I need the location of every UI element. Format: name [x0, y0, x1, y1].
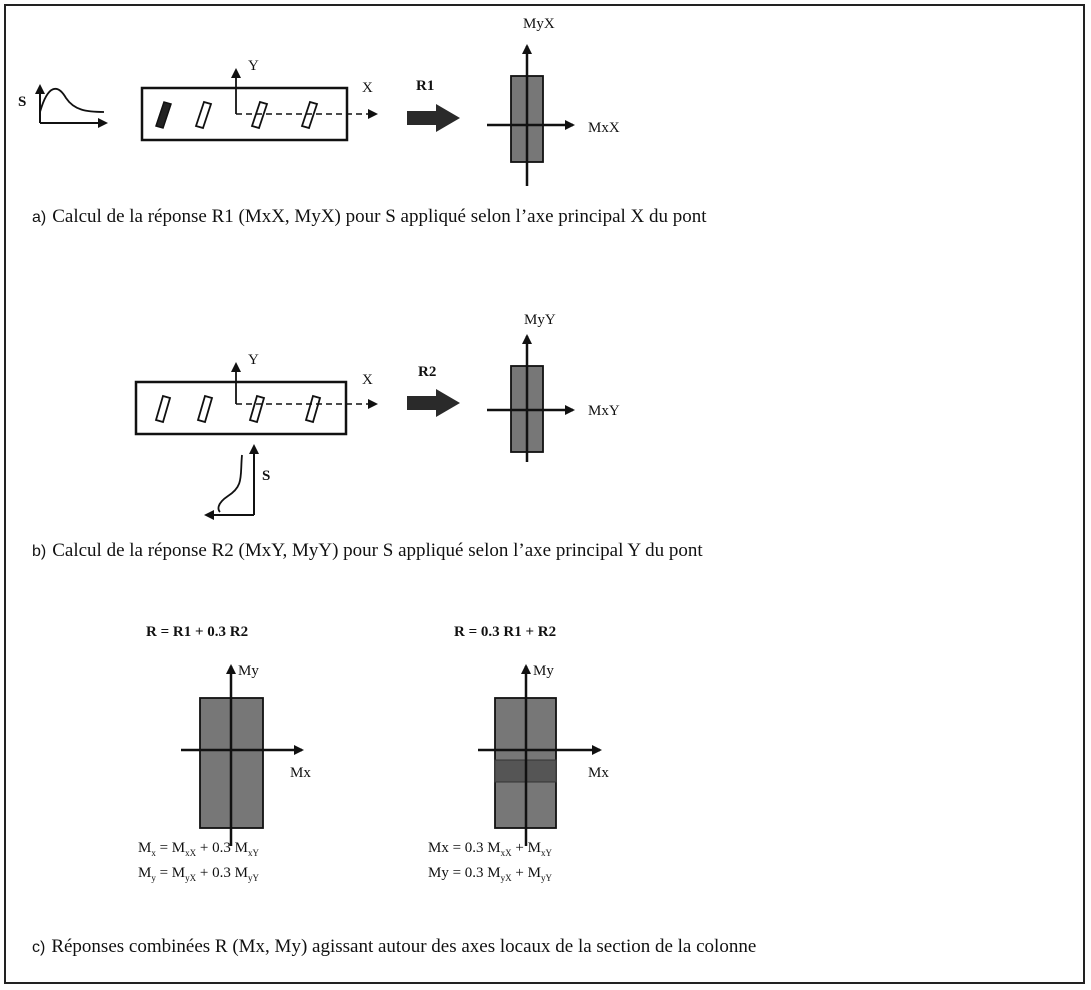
- bridge-deck-b: [134, 380, 348, 436]
- equation-mx-left: Mx = MxX + 0.3 MxY: [138, 840, 259, 858]
- pier-sections-b: [154, 394, 322, 424]
- caption-c: c) Réponses combinées R (Mx, My) agissant…: [32, 936, 756, 958]
- equations-left: Mx = MxX + 0.3 MxY My = MyX + 0.3 MyY: [138, 838, 259, 888]
- caption-label-b: b): [32, 543, 47, 560]
- arrow-label-r1: R1: [416, 78, 435, 94]
- caption-label-c: c): [32, 939, 46, 956]
- axis-y-label-a: Y: [248, 58, 259, 74]
- signal-label-b: S: [262, 468, 271, 484]
- caption-text-b: Calcul de la réponse R2 (MxY, MyY) pour …: [52, 540, 703, 561]
- spectrum-plot-a: [35, 84, 108, 128]
- mx-label-c-left: Mx: [290, 765, 311, 781]
- equation-mx-right: Mx = 0.3 MxX + MxY: [428, 840, 552, 858]
- equation-my-right: My = 0.3 MyX + MyY: [428, 865, 552, 883]
- response-arrow-r2: [407, 389, 460, 417]
- axis-x-label-b: X: [362, 372, 373, 388]
- axis-x-label-a: X: [362, 80, 373, 96]
- moment-x-label-a: MxX: [588, 120, 620, 136]
- arrow-label-r2: R2: [418, 364, 437, 380]
- caption-label-a: a): [32, 209, 47, 226]
- caption-text-c: Réponses combinées R (Mx, My) agissant a…: [51, 936, 757, 957]
- moment-x-label-b: MxY: [588, 403, 620, 419]
- pier-sections-a: [155, 100, 319, 130]
- equation-my-left: My = MyX + 0.3 MyY: [138, 865, 259, 883]
- signal-label-a: S: [18, 94, 27, 110]
- response-arrow-r1: [407, 104, 460, 132]
- equations-right: Mx = 0.3 MxX + MxY My = 0.3 MyX + MyY: [428, 838, 552, 888]
- moment-y-label-a: MyX: [523, 16, 555, 32]
- spectrum-plot-b: [204, 444, 259, 520]
- axis-y-label-b: Y: [248, 352, 259, 368]
- formula-right: R = 0.3 R1 + R2: [454, 624, 557, 640]
- my-label-c-left: My: [238, 663, 259, 679]
- caption-text-a: Calcul de la réponse R1 (MxX, MyX) pour …: [52, 206, 707, 227]
- moment-y-label-b: MyY: [524, 312, 556, 328]
- my-label-c-right: My: [533, 663, 554, 679]
- caption-b: b) Calcul de la réponse R2 (MxY, MyY) pou…: [32, 540, 703, 562]
- caption-a: a) Calcul de la réponse R1 (MxX, MyX) pou…: [32, 206, 707, 228]
- mx-label-c-right: Mx: [588, 765, 609, 781]
- figure-frame: [4, 4, 1085, 984]
- formula-left: R = R1 + 0.3 R2: [146, 624, 249, 640]
